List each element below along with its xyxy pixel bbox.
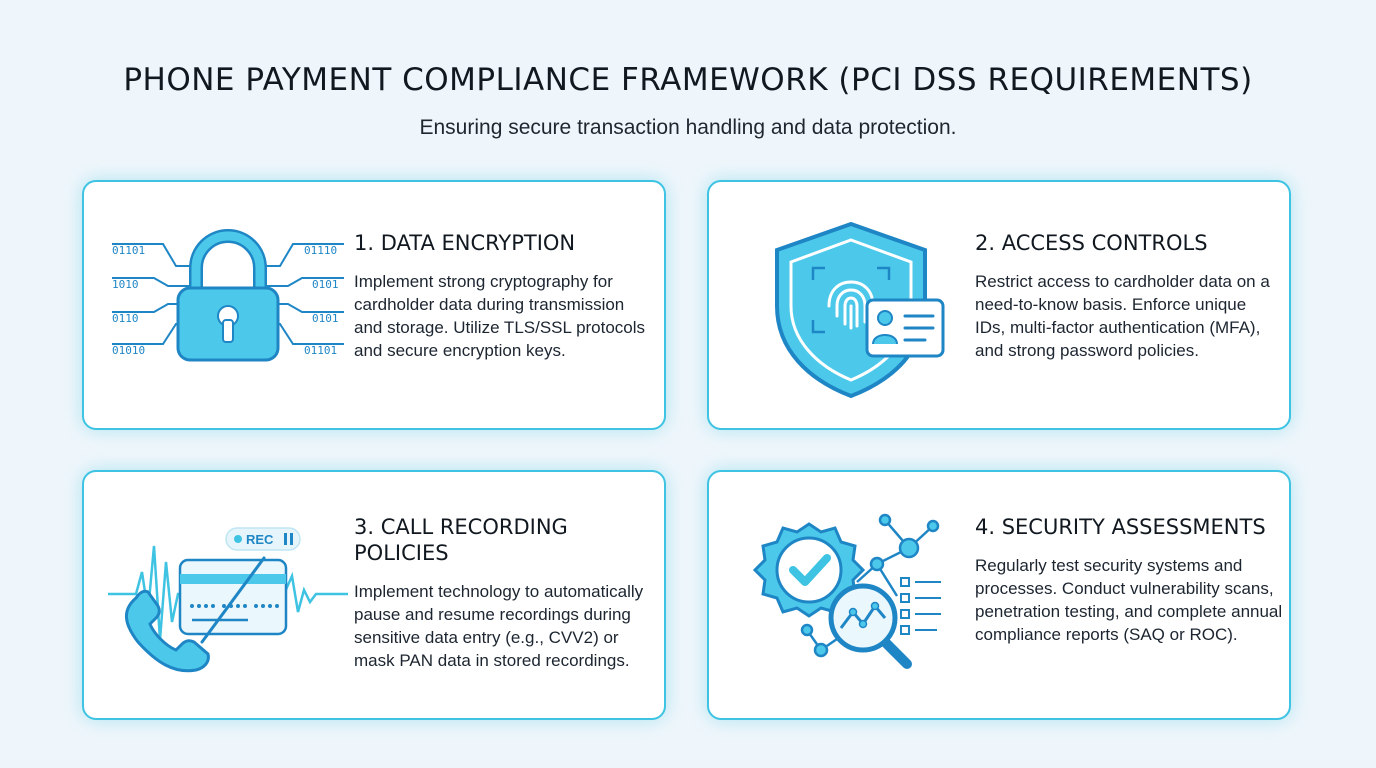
binary-left-3: 0110: [112, 312, 139, 325]
binary-right-2: 0101: [312, 278, 339, 291]
card-body: Implement technology to automatically pa…: [354, 582, 644, 670]
card-access-controls: 2. ACCESS CONTROLS Restrict access to ca…: [707, 180, 1291, 430]
rec-label: REC: [246, 532, 274, 547]
phone-recording-card-icon: REC: [108, 527, 348, 673]
card-call-recording: REC 3. CALL RECORDING POLICIES Implement…: [82, 470, 666, 720]
shield-fingerprint-id-icon: [775, 221, 945, 399]
card-title: 2. ACCESS CONTROLS: [975, 231, 1208, 255]
binary-right-4: 01101: [304, 344, 337, 357]
padlock-binary-icon: 01101 1010 0110 01010 01110 0101 0101 01…: [112, 229, 344, 362]
card-title: 4. SECURITY ASSESSMENTS: [975, 515, 1266, 539]
binary-right-3: 0101: [312, 312, 339, 325]
binary-right-1: 01110: [304, 244, 337, 257]
card-body: Regularly test security systems and proc…: [975, 556, 1283, 644]
card-body: Implement strong cryptography for cardho…: [354, 272, 646, 360]
card-security-assessments: 4. SECURITY ASSESSMENTS Regularly test s…: [707, 470, 1291, 720]
badge-magnifier-network-icon: [752, 513, 941, 669]
card-body: Restrict access to cardholder data on a …: [975, 272, 1270, 360]
card-data-encryption: 01101 1010 0110 01010 01110 0101 0101 01…: [82, 180, 666, 430]
binary-left-2: 1010: [112, 278, 139, 291]
binary-left-4: 01010: [112, 344, 145, 357]
page-title: PHONE PAYMENT COMPLIANCE FRAMEWORK (PCI …: [123, 62, 1253, 98]
card-title: 3. CALL RECORDING POLICIES: [354, 515, 568, 565]
card-title: 1. DATA ENCRYPTION: [354, 231, 576, 255]
binary-left-1: 01101: [112, 244, 145, 257]
page-subtitle: Ensuring secure transaction handling and…: [419, 116, 957, 139]
